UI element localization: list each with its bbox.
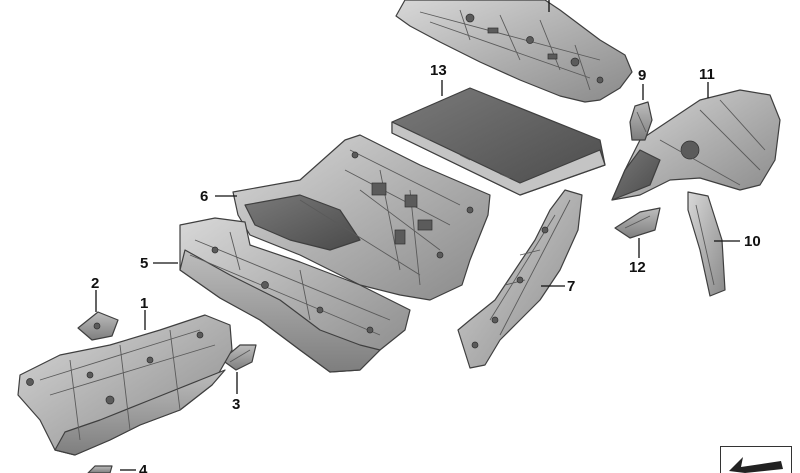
callout-2: 2 [91, 275, 100, 292]
navigation-box[interactable] [720, 446, 792, 473]
callout-12: 12 [629, 259, 646, 276]
part-2-plate [77, 311, 119, 341]
arrow-icon [729, 457, 783, 473]
callout-9: 9 [638, 67, 647, 84]
callout-3: 3 [232, 396, 241, 413]
callout-5: 5 [140, 255, 149, 272]
callout-1: 1 [140, 295, 149, 312]
callout-11: 11 [699, 66, 715, 83]
part-6-floor-panel [232, 134, 491, 301]
callout-6: 6 [200, 188, 209, 205]
leader-lines [95, 0, 740, 471]
part-7-side-member [457, 189, 583, 369]
callout-4: 4 [139, 462, 148, 473]
part-10-panel [687, 191, 726, 297]
part-4-bracket [87, 465, 113, 473]
part-11-wheelhouse [611, 89, 781, 201]
part-12-bracket [614, 207, 661, 239]
callout-10: 10 [744, 233, 761, 250]
part-1-floor-rail [17, 314, 233, 456]
part-9-bracket [629, 101, 653, 141]
part-5-floor-section [179, 217, 411, 373]
part-3-bracket [221, 344, 257, 371]
callout-7: 7 [567, 278, 576, 295]
callout-13: 13 [430, 62, 447, 79]
upper-floor-panel [395, 0, 633, 103]
part-13-shelf [391, 87, 606, 196]
